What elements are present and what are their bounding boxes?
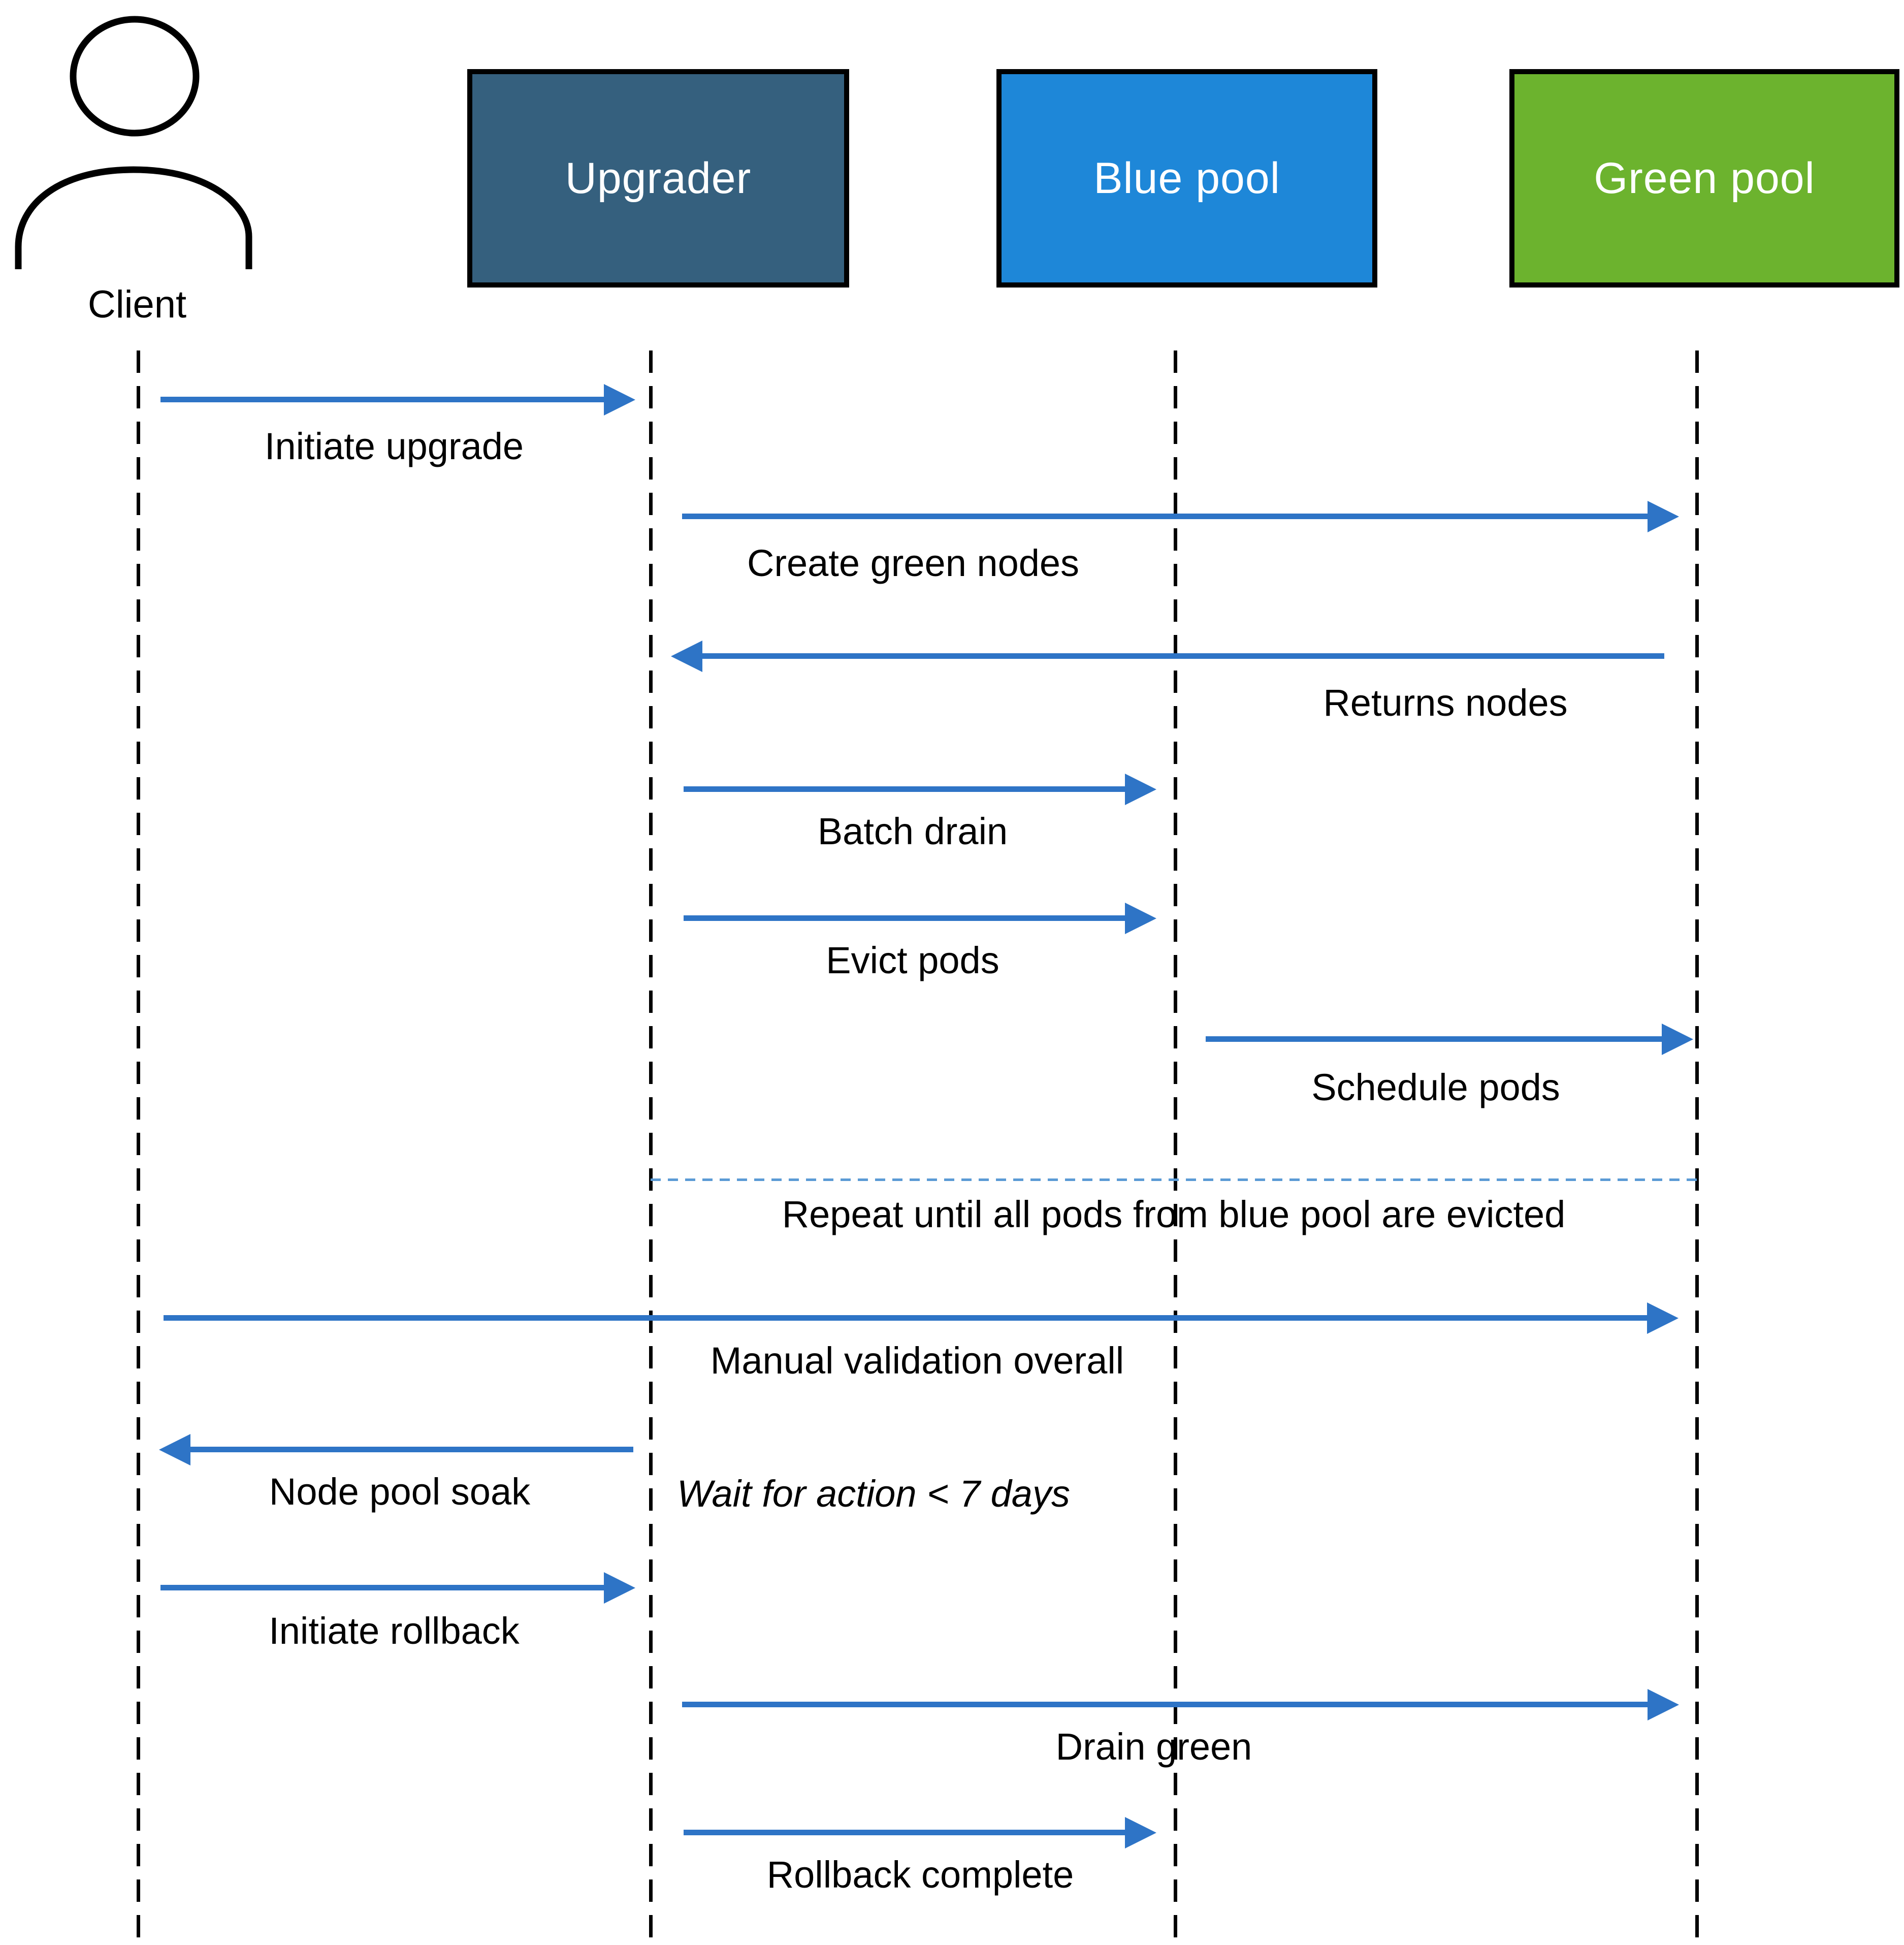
message-label-create-green-nodes: Create green nodes bbox=[747, 542, 1080, 584]
message-label-returns-nodes: Returns nodes bbox=[1323, 682, 1568, 724]
actor-box-upgrader: Upgrader bbox=[467, 69, 849, 288]
message-label-batch-drain: Batch drain bbox=[817, 810, 1008, 852]
arrowhead-right-icon bbox=[1125, 1816, 1156, 1848]
arrowhead-right-icon bbox=[604, 1572, 635, 1604]
lifeline-green-pool bbox=[1695, 350, 1699, 1945]
actor-label-upgrader: Upgrader bbox=[565, 153, 752, 203]
lifeline-blue-pool bbox=[1174, 350, 1177, 1945]
lifeline-upgrader bbox=[649, 350, 653, 1945]
actor-label-client: Client bbox=[87, 283, 187, 326]
actor-box-blue-pool: Blue pool bbox=[996, 69, 1377, 288]
arrow-returns-nodes bbox=[671, 640, 1664, 672]
arrowhead-right-icon bbox=[1125, 773, 1156, 805]
message-label-evict-pods: Evict pods bbox=[826, 939, 999, 981]
arrowhead-right-icon bbox=[604, 384, 635, 416]
arrow-schedule-pods bbox=[1206, 1023, 1693, 1055]
loop-divider-label: Repeat until all pods from blue pool are… bbox=[782, 1193, 1566, 1235]
arrow-manual-validation bbox=[164, 1302, 1679, 1334]
arrow-create-green-nodes bbox=[682, 500, 1679, 532]
arrowhead-right-icon bbox=[1125, 902, 1156, 934]
wait-note: Wait for action < 7 days bbox=[677, 1473, 1070, 1515]
actor-label-blue-pool: Blue pool bbox=[1093, 153, 1280, 203]
message-label-rollback-complete: Rollback complete bbox=[766, 1854, 1074, 1896]
message-label-drain-green: Drain green bbox=[1055, 1726, 1252, 1768]
lifeline-client bbox=[137, 350, 140, 1945]
arrowhead-right-icon bbox=[1648, 1688, 1679, 1720]
message-label-node-pool-soak: Node pool soak bbox=[269, 1471, 531, 1513]
message-label-manual-validation: Manual validation overall bbox=[710, 1340, 1124, 1382]
arrow-batch-drain bbox=[684, 773, 1156, 805]
message-label-initiate-rollback: Initiate rollback bbox=[269, 1610, 520, 1652]
arrowhead-left-icon bbox=[671, 640, 702, 672]
actor-box-green-pool: Green pool bbox=[1509, 69, 1899, 288]
arrowhead-right-icon bbox=[1662, 1023, 1693, 1055]
arrowhead-right-icon bbox=[1648, 500, 1679, 532]
arrowhead-right-icon bbox=[1647, 1302, 1679, 1334]
message-label-initiate-upgrade: Initiate upgrade bbox=[264, 425, 524, 467]
arrow-rollback-complete bbox=[684, 1816, 1156, 1848]
arrow-node-pool-soak bbox=[159, 1433, 633, 1465]
message-label-schedule-pods: Schedule pods bbox=[1311, 1066, 1560, 1108]
loop-divider-line bbox=[651, 1178, 1697, 1181]
arrow-initiate-rollback bbox=[160, 1572, 635, 1604]
arrow-initiate-upgrade bbox=[160, 384, 635, 416]
client-person-icon bbox=[14, 9, 253, 272]
arrow-evict-pods bbox=[684, 902, 1156, 934]
arrowhead-left-icon bbox=[159, 1433, 190, 1465]
actor-label-green-pool: Green pool bbox=[1594, 153, 1815, 203]
arrow-drain-green bbox=[682, 1688, 1679, 1720]
